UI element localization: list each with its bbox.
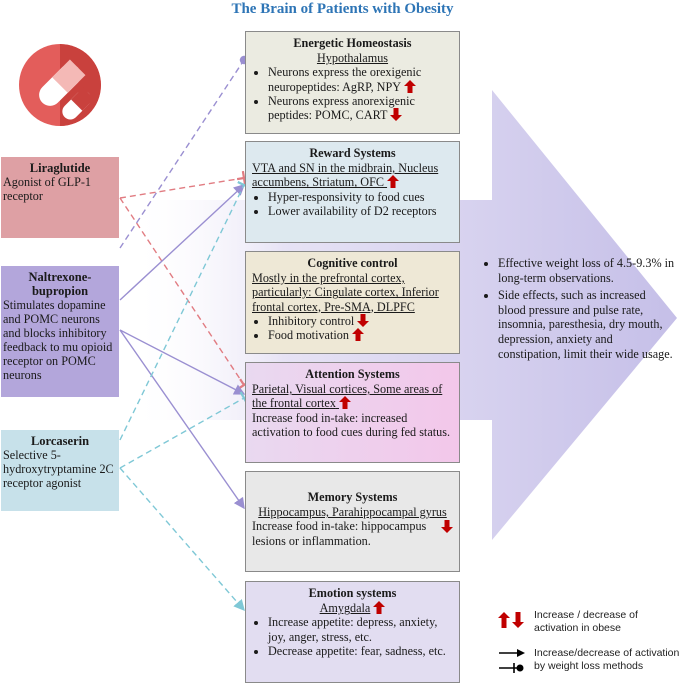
system-box-emotion-systems: Emotion systems Amygdala Increase appeti… xyxy=(245,581,460,683)
system-bullet: Neurons express anorexigenic peptides: P… xyxy=(268,94,453,122)
red-up-arrow-icon xyxy=(403,79,416,93)
system-title: Energetic Homeostasis xyxy=(293,36,412,50)
system-bullet: Neurons express the orexigenic neuropept… xyxy=(268,65,453,93)
system-box-attention-systems: Attention Systems Parietal, Visual corti… xyxy=(245,362,460,463)
system-bullet: Increase appetite: depress, anxiety, joy… xyxy=(268,615,453,643)
system-title: Attention Systems xyxy=(305,367,400,381)
pill-capsule-icon xyxy=(19,44,101,126)
drug-description: Stimulates dopamine and POMC neurons and… xyxy=(3,298,113,382)
outcome-item: Side effects, such as increased blood pr… xyxy=(498,288,676,361)
legend-up-down-arrows-icon xyxy=(498,612,524,628)
drug-description: Selective 5-hydroxytryptamine 2C recepto… xyxy=(3,448,114,490)
page-title: The Brain of Patients with Obesity xyxy=(231,1,454,17)
drug-description: Agonist of GLP-1 receptor xyxy=(3,175,92,203)
system-box-memory-systems: Memory Systems Hippocampus, Parahippocam… xyxy=(245,471,460,572)
red-up-arrow-icon xyxy=(351,328,364,342)
system-title: Memory Systems xyxy=(307,490,398,504)
legend-connector-icons xyxy=(499,649,525,673)
drug-name: Naltrexone-bupropion xyxy=(28,270,92,298)
red-up-arrow-icon xyxy=(373,601,386,615)
system-region-row: Amygdala xyxy=(252,601,453,615)
red-up-arrow-icon xyxy=(387,175,400,189)
drug-name: Lorcaserin xyxy=(30,434,90,448)
drug-box-lorcaserin: Lorcaserin Selective 5-hydroxytryptamine… xyxy=(1,430,119,511)
system-box-energetic-homeostasis: Energetic Homeostasis Hypothalamus Neuro… xyxy=(245,31,460,134)
red-down-arrow-icon xyxy=(441,520,453,534)
system-region: Mostly in the prefrontal cortex, particu… xyxy=(252,271,439,314)
red-up-arrow-icon xyxy=(338,396,351,410)
system-title: Reward Systems xyxy=(309,146,396,160)
system-bullet: Food motivation xyxy=(268,328,453,342)
system-text: Increase food in-take: increased activat… xyxy=(252,410,450,439)
system-box-reward-systems: Reward Systems VTA and SN in the midbrai… xyxy=(245,141,460,243)
red-down-arrow-icon xyxy=(357,313,370,327)
system-region: VTA and SN in the midbrain, Nucleus accu… xyxy=(252,161,439,190)
system-text: Increase food in-take: hippocampus lesio… xyxy=(252,519,427,548)
outcomes-list: Effective weight loss of 4.5-9.3% in lon… xyxy=(478,256,676,364)
system-title: Emotion systems xyxy=(308,586,397,600)
system-bullet: Decrease appetite: fear, sadness, etc. xyxy=(268,644,453,658)
system-region: Amygdala xyxy=(319,601,371,616)
system-title: Cognitive control xyxy=(307,256,398,270)
drug-name: Liraglutide xyxy=(29,161,91,175)
legend-updown-text: Increase / decrease of activation in obe… xyxy=(534,609,638,634)
drug-box-liraglutide: Liraglutide Agonist of GLP-1 receptor xyxy=(1,157,119,238)
outcome-item: Effective weight loss of 4.5-9.3% in lon… xyxy=(498,256,676,285)
system-region: Parietal, Visual cortices, Some areas of… xyxy=(252,382,443,411)
system-text-row: Increase food in-take: hippocampus lesio… xyxy=(252,519,453,548)
red-down-arrow-icon xyxy=(390,108,403,122)
system-region: Hypothalamus xyxy=(316,51,389,66)
system-bullet: Inhibitory control xyxy=(268,313,453,328)
system-bullet: Lower availability of D2 receptors xyxy=(268,204,453,218)
legend-arrows-text: Increase/decrease of activation by weigh… xyxy=(534,647,680,672)
system-box-cognitive-control: Cognitive control Mostly in the prefront… xyxy=(245,251,460,354)
drug-box-naltrexone-bupropion: Naltrexone-bupropion Stimulates dopamine… xyxy=(1,266,119,397)
system-region: Hippocampus, Parahippocampal gyrus xyxy=(258,505,447,520)
system-bullet: Hyper-responsivity to food cues xyxy=(268,190,453,204)
